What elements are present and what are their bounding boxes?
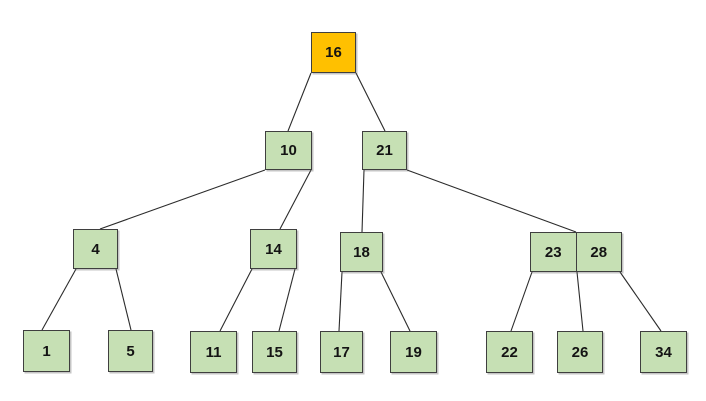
tree-edge-4-5 [115,268,132,331]
tree-node-23-28: 23 28 [530,232,622,272]
tree-edge-23-28-34 [619,271,662,332]
node-key-28: 28 [575,233,622,271]
tree-edge-10-14 [279,169,312,230]
node-key-16: 16 [325,44,342,61]
tree-edge-21-23-28 [406,169,577,233]
node-key-17: 17 [333,343,350,361]
tree-node-14: 14 [250,229,297,269]
node-key-22: 22 [501,343,518,361]
tree-edge-21-18 [361,169,365,233]
tree-node-22: 22 [486,331,533,373]
tree-edge-16-10 [287,72,312,132]
tree-edge-23-28-22 [510,271,533,332]
tree-node-21: 21 [362,131,407,170]
node-key-26: 26 [571,343,589,361]
tree-edge-14-11 [219,268,253,332]
tree-node-11: 11 [190,331,237,373]
tree-edge-18-17 [338,271,343,332]
tree-node-1: 1 [23,330,70,372]
tree-node-18: 18 [340,232,383,272]
tree-node-26: 26 [557,331,603,373]
node-key-19: 19 [405,343,422,361]
tree-edge-18-19 [380,271,411,332]
tree-edge-14-15 [278,268,296,332]
tree-node-17: 17 [320,331,363,373]
tree-edge-16-21 [355,72,386,132]
node-key-15: 15 [266,343,283,361]
node-key-4: 4 [91,240,100,258]
tree-edge-4-1 [41,268,77,331]
node-key-21: 21 [376,142,393,159]
tree-edge-23-28-26 [576,271,584,332]
node-key-11: 11 [205,343,222,361]
node-key-18: 18 [353,243,370,261]
node-key-1: 1 [42,342,51,360]
tree-node-16: 16 [311,32,356,73]
node-key-23: 23 [544,243,562,261]
tree-node-4: 4 [73,229,118,269]
tree-node-19: 19 [390,331,437,373]
tree-node-34: 34 [640,331,687,373]
node-key-14: 14 [265,240,282,258]
tree-edge-10-4 [99,169,266,230]
node-key-5: 5 [126,342,135,360]
tree-node-15: 15 [252,331,297,373]
tree-node-10: 10 [265,131,312,170]
node-key-34: 34 [655,343,672,361]
tree-node-5: 5 [108,330,153,372]
node-key-10: 10 [280,142,297,159]
